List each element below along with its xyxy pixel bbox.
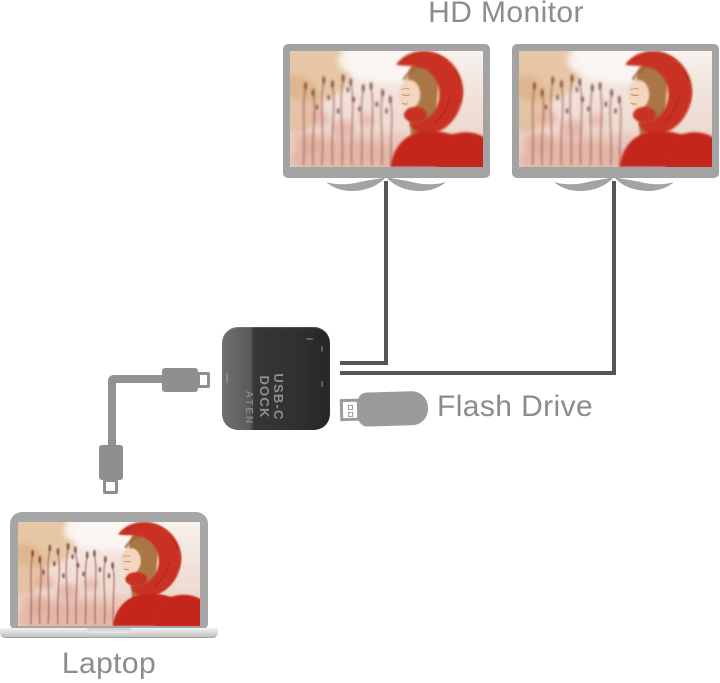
usb-contact-hole-bottom [348, 411, 354, 417]
usb-contact-hole-top [347, 404, 354, 410]
usbc-dock [222, 327, 330, 430]
flash-drive-label: Flash Drive [437, 390, 594, 423]
flash-drive-body [357, 390, 429, 427]
monitor-left-stand [326, 177, 446, 191]
usbc-cable-vertical [108, 375, 116, 446]
usbc-connector-laptop-body [99, 445, 123, 480]
hd-monitor-label: HD Monitor [428, 0, 584, 29]
aten-brand-logo: ATEN [243, 391, 255, 425]
laptop-base [0, 628, 218, 638]
laptop-label: Laptop [61, 647, 157, 680]
dock-usbc-port-mark [226, 373, 228, 383]
usbc-connector-laptop-tip [103, 479, 118, 494]
laptop [10, 512, 208, 629]
laptop-base-notch [87, 628, 131, 633]
dock-hdmi-port-mark [321, 346, 323, 352]
monitor-left-cable-horizontal [340, 361, 388, 365]
dock-product-line2: DOCK [257, 375, 272, 419]
monitor-left [283, 44, 490, 178]
monitor-right-photo [519, 51, 712, 167]
dock-product-line1: USB-C [271, 373, 287, 421]
usbc-cable-horizontal [108, 375, 166, 383]
monitor-right-stand [554, 177, 674, 191]
usbc-connector-dock-body [162, 368, 198, 392]
usbc-connector-dock-tip [197, 372, 210, 388]
monitor-right-cable-horizontal [340, 371, 616, 375]
flash-drive [338, 389, 433, 429]
dock-product-label: USB-C DOCK [257, 372, 287, 422]
aten-brand-text: ATEN [243, 390, 255, 426]
monitor-left-photo [290, 51, 483, 167]
laptop-photo [18, 522, 200, 626]
monitor-right-cable-vertical [612, 181, 616, 375]
monitor-left-cable-vertical [384, 181, 388, 365]
dock-usb-port-mark [321, 381, 323, 387]
monitor-right [512, 44, 719, 178]
dock-top-port-mark [306, 338, 313, 340]
